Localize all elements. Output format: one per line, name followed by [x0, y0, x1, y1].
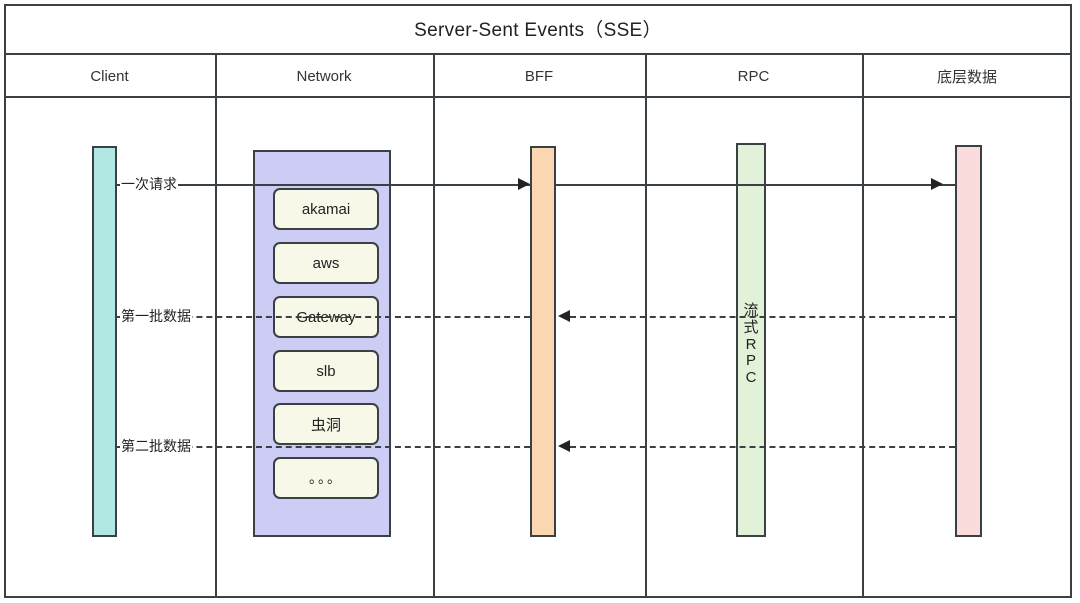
- message-label-first-batch: 第一批数据: [120, 308, 192, 324]
- column-header-band: Client Network BFF RPC 底层数据: [4, 55, 1072, 98]
- rpc-vertical-label: 流 式 R P C: [736, 285, 766, 405]
- message-line-second-batch-seg1: [117, 446, 530, 448]
- message-arrowhead-request-bff: [518, 178, 530, 190]
- message-line-first-batch-seg1: [117, 316, 530, 318]
- column-header-client: Client: [90, 68, 129, 85]
- message-label-second-batch: 第二批数据: [120, 438, 192, 454]
- column-divider-1: [215, 55, 217, 598]
- column-divider-2: [433, 55, 435, 598]
- message-arrowhead-request-backend: [931, 178, 943, 190]
- diagram-title-band: Server-Sent Events（SSE）: [4, 4, 1072, 55]
- column-divider-4: [862, 55, 864, 598]
- message-line-first-batch-seg2: [570, 316, 955, 318]
- network-item-aws[interactable]: aws: [273, 242, 379, 284]
- message-label-request: 一次请求: [120, 176, 178, 192]
- message-line-second-batch-seg2: [570, 446, 955, 448]
- diagram-title: Server-Sent Events（SSE）: [414, 20, 662, 41]
- rpc-vertical-char-1: 式: [743, 318, 759, 336]
- lifeline-bar-client: [92, 146, 117, 537]
- message-arrowhead-second-batch: [558, 440, 570, 452]
- column-divider-3: [645, 55, 647, 598]
- rpc-vertical-char-0: 流: [743, 302, 759, 319]
- rpc-vertical-char-2: R: [745, 335, 757, 353]
- column-header-bff: BFF: [524, 68, 554, 85]
- message-line-request-seg2: [556, 184, 955, 186]
- network-item-wormhole[interactable]: 虫洞: [273, 403, 379, 445]
- column-header-backend: 底层数据: [936, 69, 997, 86]
- column-header-network: Network: [296, 68, 352, 85]
- lifeline-bar-rpc: [736, 143, 766, 537]
- network-item-slb[interactable]: slb: [273, 350, 379, 392]
- column-header-rpc: RPC: [737, 68, 770, 85]
- network-item-ellipsis[interactable]: 。。。: [273, 457, 379, 499]
- rpc-vertical-char-3: P: [745, 352, 756, 370]
- lifeline-bar-backend: [955, 145, 982, 537]
- message-line-request-seg1: [117, 184, 530, 186]
- rpc-vertical-char-4: C: [745, 369, 757, 387]
- lifeline-bar-bff: [530, 146, 556, 537]
- message-arrowhead-first-batch: [558, 310, 570, 322]
- network-item-akamai[interactable]: akamai: [273, 188, 379, 230]
